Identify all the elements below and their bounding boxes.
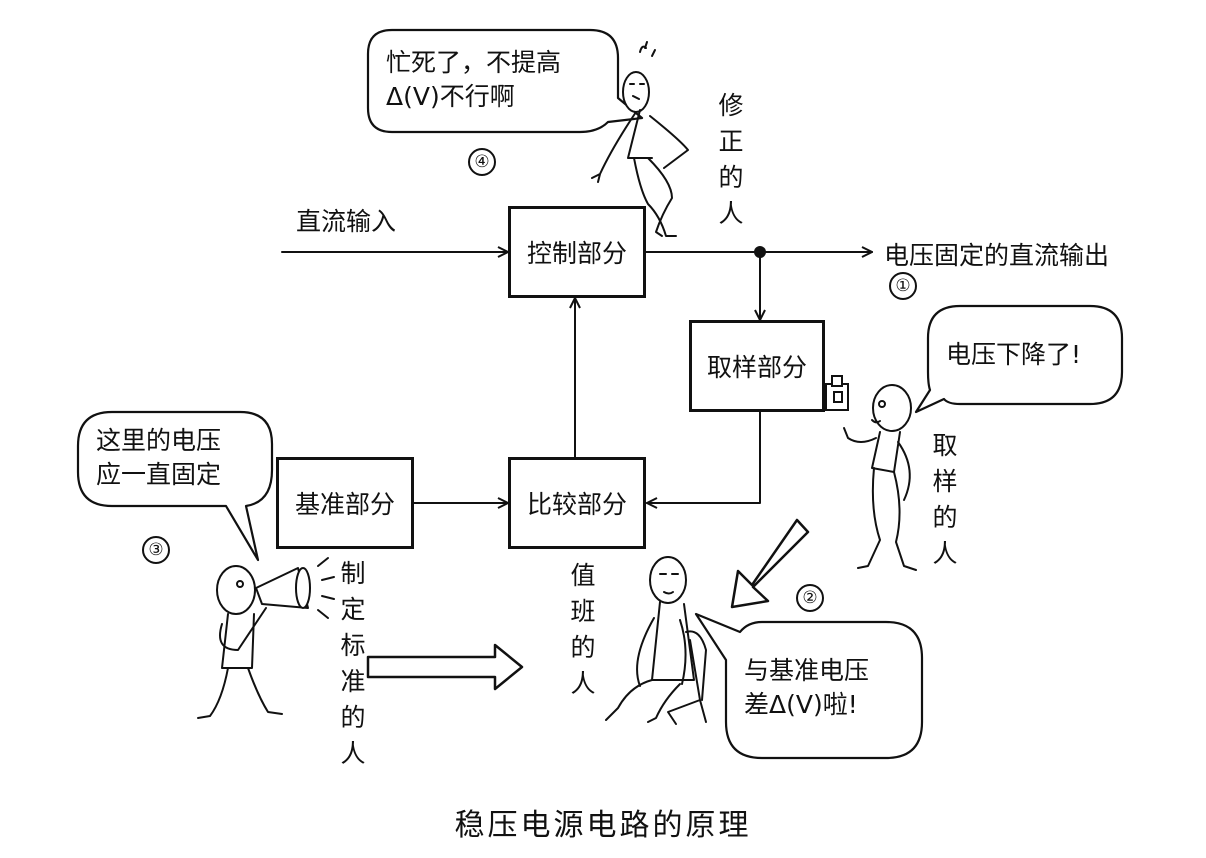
control-block: 控制部分 (508, 206, 646, 298)
duty-label: 值班的人 (570, 561, 596, 698)
bubble-sampler (914, 304, 1124, 414)
bubble-sampler-text: 电压下降了! (946, 340, 1082, 369)
figure-caption: 稳压电源电路的原理 (454, 808, 752, 843)
junction-dot (754, 246, 766, 258)
reference-block: 基准部分 (276, 457, 414, 549)
hollow-arrow-diagonal (730, 518, 810, 609)
dc-output-label: 电压固定的直流输出 (884, 241, 1110, 270)
bubble-corrector-text: 忙死了，不提高 Δ(V)不行啊 (386, 48, 562, 111)
marker-1: ① (889, 272, 917, 300)
bubble-standard-setter (76, 410, 274, 562)
bubble-duty-text: 与基准电压 差Δ(V)啦! (744, 656, 870, 719)
standard-setter-figure (197, 557, 335, 719)
sampling-device-icon (825, 375, 849, 411)
sampler-label: 取样的人 (932, 431, 958, 568)
dc-input-label: 直流输入 (296, 207, 397, 236)
marker-3: ③ (142, 536, 170, 564)
hollow-arrow-right (366, 643, 524, 691)
marker-4: ④ (468, 148, 496, 176)
sampler-figure (843, 384, 917, 571)
sampling-block: 取样部分 (689, 320, 825, 412)
marker-2: ② (796, 584, 824, 612)
feedback-wire (646, 411, 761, 503)
bubble-duty (694, 612, 924, 760)
compare-block: 比较部分 (508, 457, 646, 549)
bubble-corrector (366, 28, 644, 134)
standard-setter-label: 制定标准的人 (340, 559, 366, 768)
corrector-label: 修正的人 (718, 91, 744, 228)
duty-figure (605, 556, 707, 725)
corrector-figure (591, 41, 689, 237)
bubble-standard-setter-text: 这里的电压 应一直固定 (96, 426, 222, 489)
